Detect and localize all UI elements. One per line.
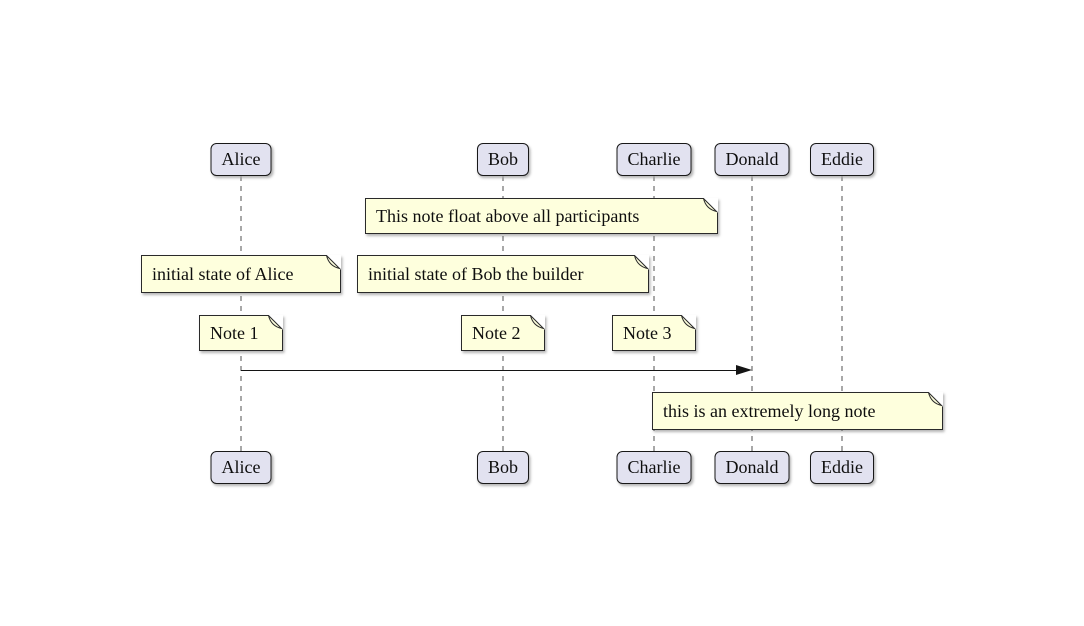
note-text: initial state of Bob the builder: [368, 263, 584, 284]
note-text: initial state of Alice: [152, 263, 294, 284]
participant-top-eddie: Eddie: [810, 143, 874, 176]
note-extremely-long: this is an extremely long note: [652, 392, 943, 430]
participant-bottom-charlie: Charlie: [616, 451, 692, 484]
note-text: Note 3: [623, 322, 672, 343]
note-fold-icon: [268, 315, 283, 330]
note-fold-icon: [530, 315, 545, 330]
note-1: Note 1: [199, 315, 283, 351]
note-fold-icon: [681, 315, 696, 330]
note-float-above-participants: This note float above all participants: [365, 198, 718, 234]
message-arrow-alice-to-donald: [241, 364, 752, 377]
participant-bottom-eddie: Eddie: [810, 451, 874, 484]
participant-top-donald: Donald: [714, 143, 790, 176]
lifeline-charlie: [653, 176, 655, 451]
arrowhead-icon: [736, 365, 752, 375]
note-fold-icon: [703, 198, 718, 213]
note-2: Note 2: [461, 315, 545, 351]
participant-top-alice: Alice: [210, 143, 272, 176]
note-text: This note float above all participants: [376, 205, 640, 226]
note-text: Note 2: [472, 322, 521, 343]
note-fold-icon: [634, 255, 649, 270]
lifeline-donald: [751, 176, 753, 451]
note-initial-state-alice: initial state of Alice: [141, 255, 341, 293]
note-fold-icon: [326, 255, 341, 270]
note-3: Note 3: [612, 315, 696, 351]
lifeline-bob: [502, 176, 504, 451]
participant-top-charlie: Charlie: [616, 143, 692, 176]
lifeline-eddie: [841, 176, 843, 451]
participant-top-bob: Bob: [476, 143, 530, 176]
participant-bottom-donald: Donald: [714, 451, 790, 484]
arrow-shaft: [241, 369, 739, 372]
participant-bottom-bob: Bob: [476, 451, 530, 484]
participant-bottom-alice: Alice: [210, 451, 272, 484]
note-initial-state-bob: initial state of Bob the builder: [357, 255, 649, 293]
note-text: this is an extremely long note: [663, 400, 876, 421]
lifeline-alice: [240, 176, 242, 451]
note-text: Note 1: [210, 322, 259, 343]
note-fold-icon: [928, 392, 943, 407]
